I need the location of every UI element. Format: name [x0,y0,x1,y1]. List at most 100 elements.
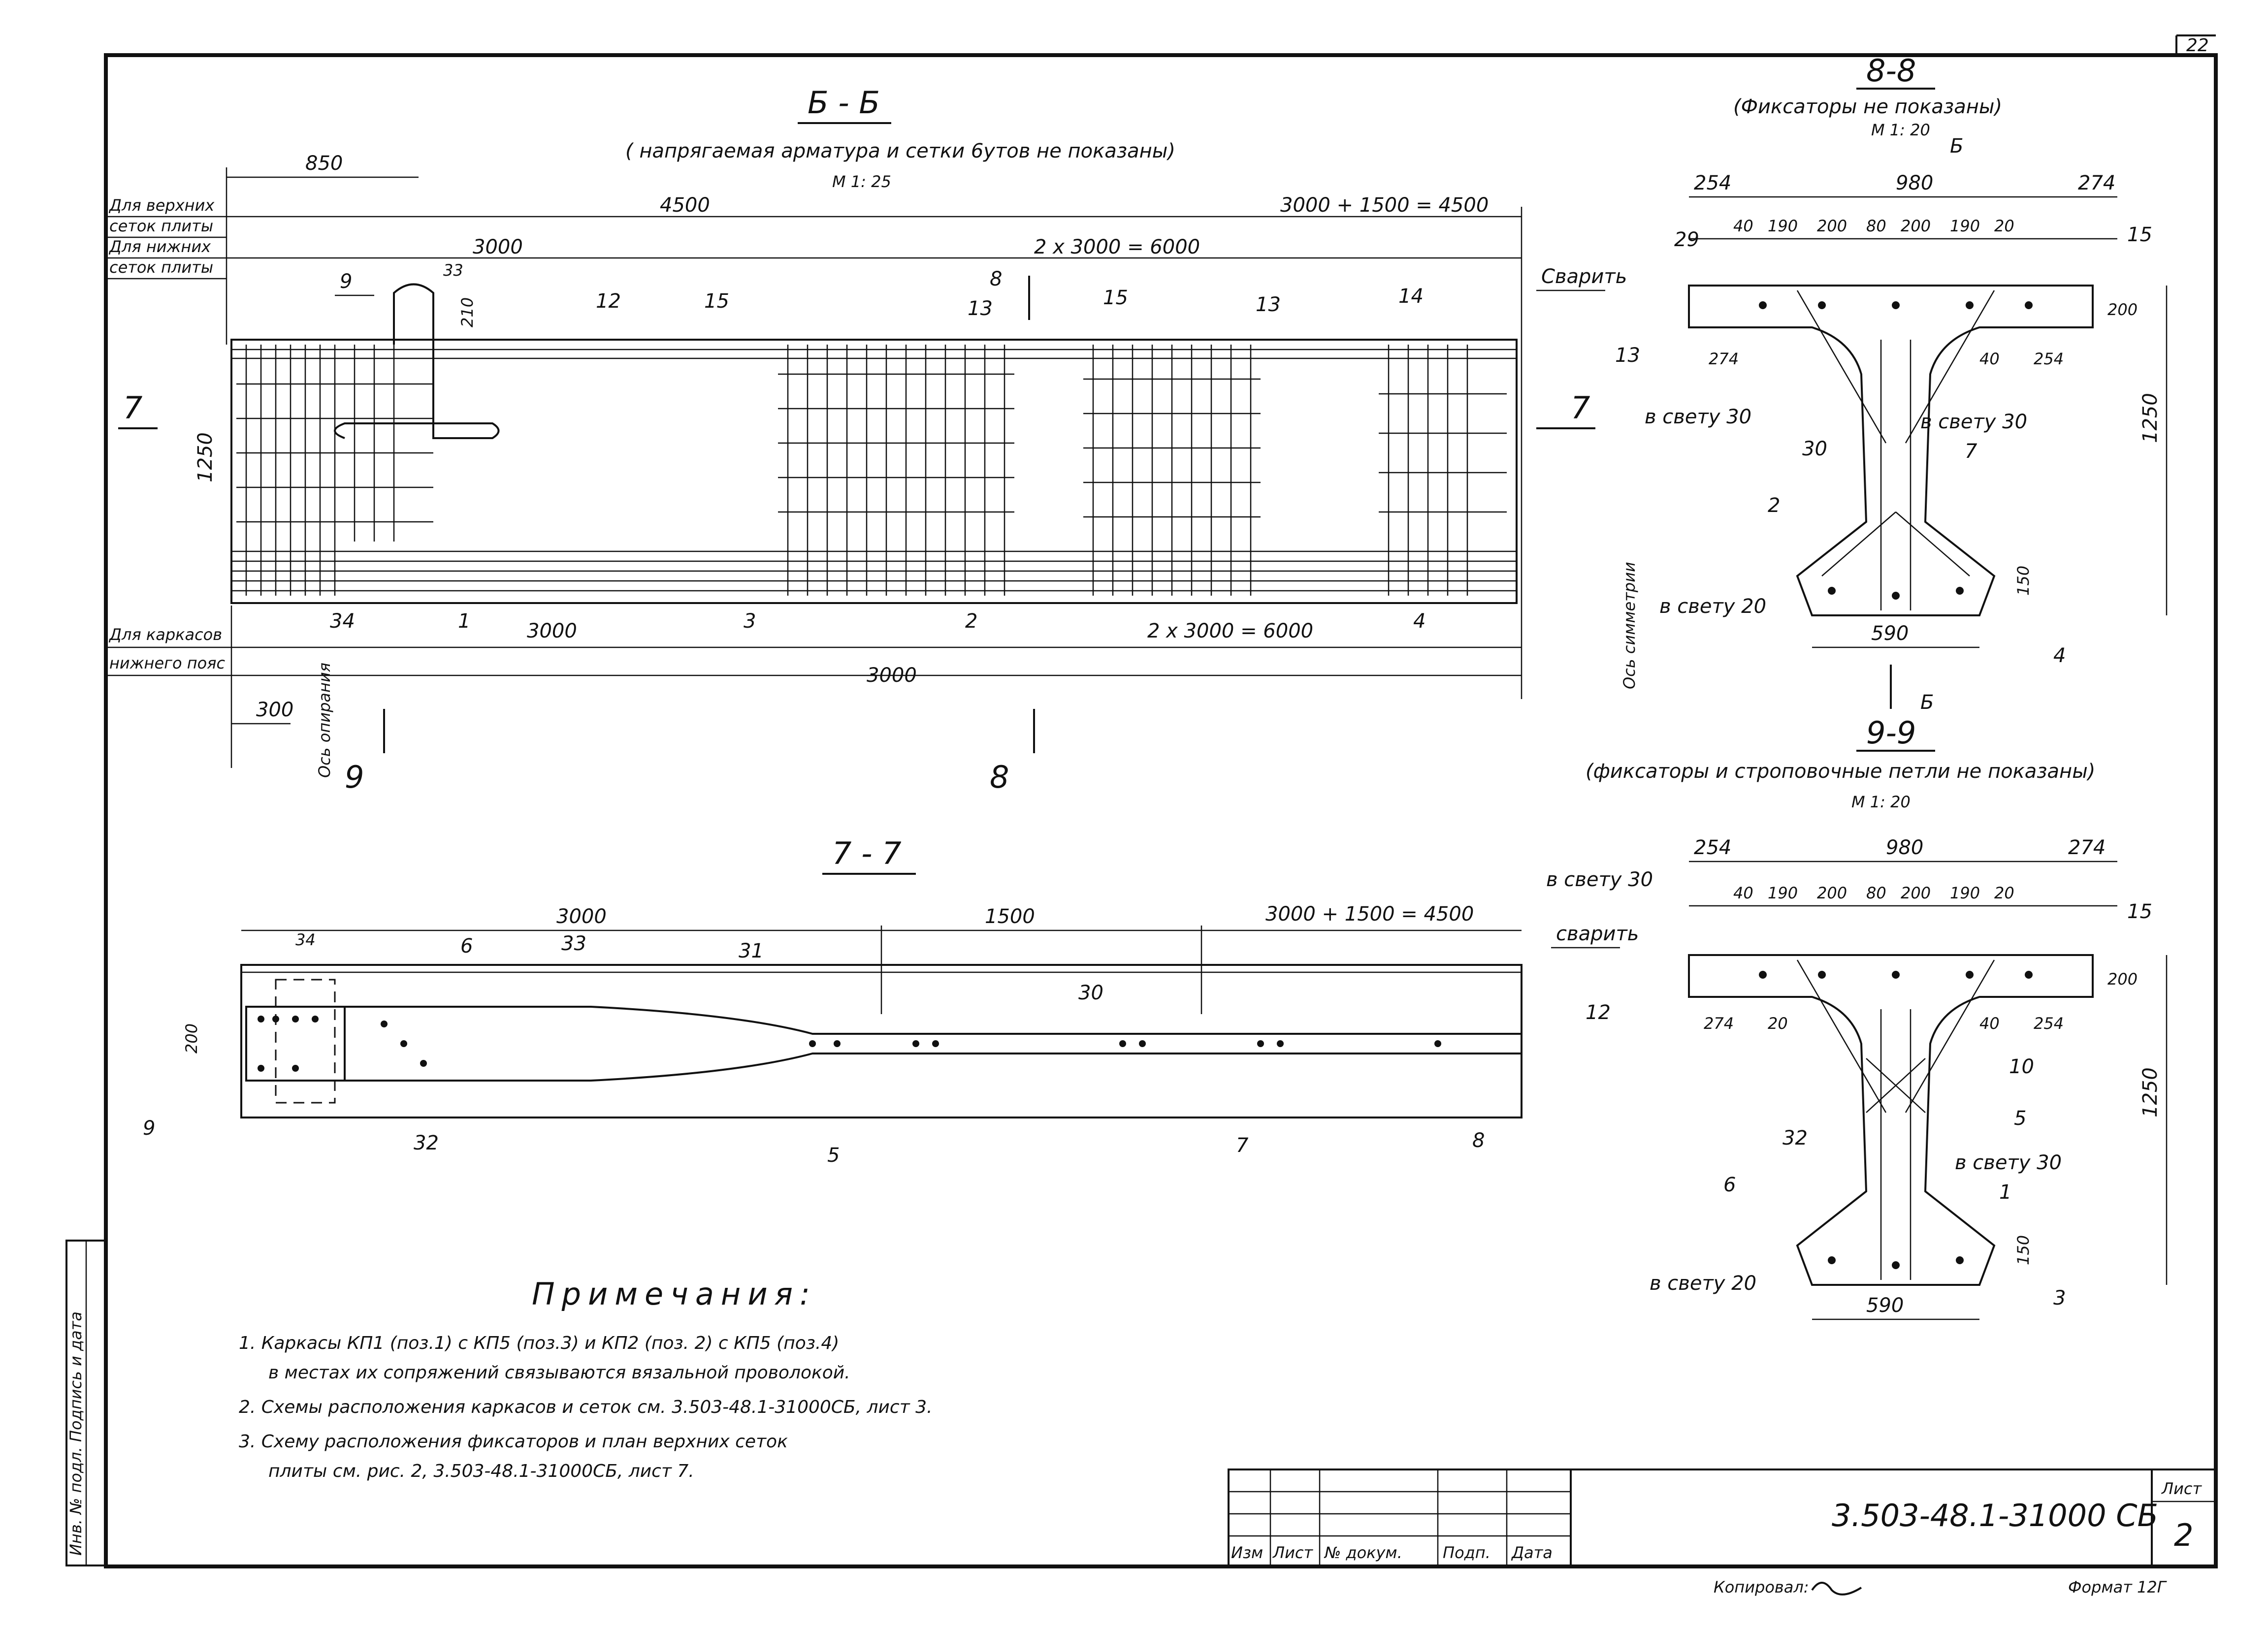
mark-5: 5 [2014,1107,2026,1130]
dim-200h: 200 [2107,970,2138,989]
dim-3000-bottom: 3000 [527,620,577,642]
mark-7-left: 7 [123,390,142,426]
dim-254b: 254 [2034,1014,2064,1033]
mark-32: 32 [414,1132,439,1154]
mark-1: 1 [1999,1181,2011,1204]
cross-section-99-outline [1688,954,2094,1286]
dim-274: 274 [2078,172,2115,194]
mark-29: 29 [1674,228,1699,251]
mark-33: 33 [443,261,463,280]
notes-title: Примечания: [532,1276,817,1312]
section-99-scale: М 1: 20 [1851,793,1911,811]
mark-7: 7 [1965,440,1977,463]
dim-40b: 40 [1979,1014,2000,1033]
dim-20: 20 [1994,884,2014,902]
sheet-frame: 22 [104,34,2218,1568]
gap-20: в свету 20 [1659,595,1766,618]
row-label-upper-2: сеток плиты [109,217,213,235]
dim-80: 80 [1866,884,1886,902]
dim-3000: 3000 [556,905,607,928]
mark-15: 15 [2127,900,2152,923]
gap-30-b: в свету 30 [1955,1151,2062,1174]
mark-7-right: 7 [1571,390,1590,426]
rebar-cage-right [1083,345,1507,596]
mark-31: 31 [739,940,764,962]
plan-7-7-outline [240,964,1523,1118]
dim-254: 254 [1694,836,1731,859]
dim-190b: 190 [1950,884,1980,902]
sheet-corner-number: 22 [2186,35,2209,56]
dim-274: 274 [2068,836,2106,859]
mark-2: 2 [965,610,977,633]
mark-3: 3 [744,610,756,633]
dim-254b: 254 [2034,350,2064,368]
section-b-title: Б - Б [808,85,880,121]
note-line-5: плиты см. рис. 2, 3.503-48.1-31000СБ, ли… [268,1461,694,1481]
dim-200a: 200 [1817,884,1847,902]
mark-9-bottom: 9 [345,759,364,795]
footer: Копировал: Формат 12Г [1714,1578,2167,1596]
dim-1250: 1250 [2139,1067,2162,1117]
dim-190b: 190 [1950,217,1980,235]
mark-6: 6 [1723,1174,1736,1196]
mark-14: 14 [1398,285,1424,308]
gap-30-a: в свету 30 [1645,406,1751,428]
dim-200: 200 [182,1023,201,1053]
mark-8: 8 [1472,1129,1485,1152]
tb-sheet-label: Лист [2161,1479,2202,1498]
mark-12: 12 [596,290,621,313]
label-svarit: Сварить [1541,265,1627,288]
dim-3000-1500: 3000 + 1500 = 4500 [1280,194,1489,217]
tb-header-doc: № докум. [1324,1543,1402,1562]
dim-40: 40 [1733,217,1753,235]
mark-30: 30 [1078,982,1103,1004]
section-88-subtitle: (Фиксаторы не показаны) [1733,96,2002,118]
dim-274b: 274 [1704,1014,1734,1033]
row-label-lower-2: сеток плиты [109,258,213,277]
dim-4500: 4500 [660,194,710,217]
dim-200h: 200 [2107,300,2138,319]
section-88-scale: М 1: 20 [1871,121,1930,139]
mark-3: 3 [2053,1287,2066,1309]
note-line-4: 3. Схему расположения фиксаторов и план … [239,1432,788,1452]
dim-150: 150 [2014,566,2033,596]
mark-5: 5 [827,1144,840,1167]
tb-sheet-number: 2 [2174,1517,2193,1553]
dim-190a: 190 [1768,217,1798,235]
dim-590: 590 [1871,622,1909,645]
section-99-title: 9-9 [1866,715,1916,751]
mark-15: 15 [2127,223,2152,246]
section-88-cut-mark-bottom: Б [1920,691,1934,714]
mark-33: 33 [561,932,586,955]
footer-copied: Копировал: [1714,1578,1809,1596]
mark-9: 9 [143,1117,155,1140]
dim-300: 300 [256,699,293,721]
dim-20: 20 [1994,217,2014,235]
mark-9-top: 9 [340,270,352,293]
section-77-title: 7 - 7 [832,835,902,871]
section-b-b: Б - Б ( напрягаемая арматура и сетки 6ут… [106,85,1639,795]
mark-30: 30 [1802,438,1827,460]
section-b-scale: М 1: 25 [832,172,891,191]
dim-200b: 200 [1901,884,1931,902]
dim-210: 210 [458,297,477,327]
mark-34: 34 [330,610,355,633]
dim-274b: 274 [1709,350,1739,368]
section-99-subtitle: (фиксаторы и строповочные петли не показ… [1586,760,2095,783]
mark-4: 4 [2053,644,2066,667]
tb-header-list: Лист [1272,1543,1313,1562]
mark-13b: 13 [1256,293,1281,316]
mark-10: 10 [2009,1055,2034,1078]
mark-15b: 15 [1103,287,1128,309]
dim-40b: 40 [1979,350,2000,368]
dim-3000-total: 3000 [867,664,917,687]
dim-150: 150 [2014,1235,2033,1265]
mark-13: 13 [1615,344,1640,367]
section-88-cut-mark: Б [1950,135,1963,158]
mark-4: 4 [1413,610,1426,633]
section-88-title: 8-8 [1866,53,1916,89]
title-block: Изм Лист № докум. Подп. Дата 3.503-48.1-… [1228,1468,2217,1567]
dim-190a: 190 [1768,884,1798,902]
tb-document-code: 3.503-48.1-31000 СБ [1832,1498,2158,1533]
note-line-3: 2. Схемы расположения каркасов и сеток с… [239,1397,932,1417]
